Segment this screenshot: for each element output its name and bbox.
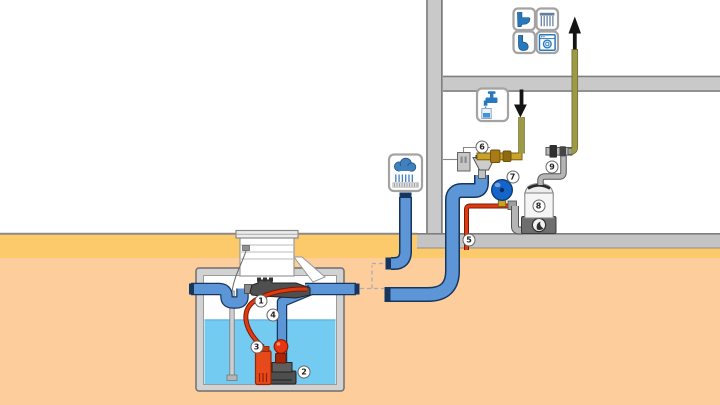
pressure-vessel <box>491 178 514 207</box>
component-label-9: 9 <box>545 160 559 173</box>
component-label-2: 2 <box>297 365 311 378</box>
floor-slab <box>417 233 720 249</box>
control-box-slot <box>460 156 463 163</box>
toilet-icon <box>517 12 531 28</box>
component-label-1: 1 <box>254 294 268 308</box>
drinking-water-feed <box>514 89 527 154</box>
dome-cap <box>527 183 551 190</box>
check-valve <box>559 146 566 157</box>
soil <box>0 258 720 405</box>
storage-tank <box>189 229 360 392</box>
inlet-pipe <box>191 284 248 308</box>
pump-cable <box>231 250 247 292</box>
booster-feed-pipe <box>507 200 524 235</box>
house-wall <box>426 0 443 234</box>
sprinkler-icon <box>539 12 555 27</box>
sensor-foot <box>226 374 238 381</box>
component-label-8: 8 <box>532 199 545 213</box>
washing-machine-icon <box>538 34 556 51</box>
ground <box>0 232 720 405</box>
control-box-slot <box>464 156 467 163</box>
arrow-down-icon <box>514 104 527 118</box>
rain-cloud-icon <box>387 153 424 193</box>
isolation-valve <box>549 145 557 158</box>
component-label-3: 3 <box>250 340 263 354</box>
top-up-feed-pipe <box>384 175 489 302</box>
access-shaft <box>239 236 295 277</box>
impeller-swirl <box>536 221 544 231</box>
arrow-up-shaft <box>572 33 577 50</box>
house-structure <box>417 0 720 249</box>
tap-and-glass-icon <box>475 87 510 123</box>
shutoff-valve <box>502 150 512 162</box>
service-water-riser <box>568 16 581 155</box>
ceiling-beam <box>443 75 720 92</box>
wall-edges <box>426 0 443 234</box>
shaft-chamfer <box>292 256 326 283</box>
inlet-cap <box>189 283 194 295</box>
storm-downpipe <box>385 192 412 270</box>
control-box <box>457 152 471 172</box>
arrow-down-shaft <box>519 89 524 105</box>
component-label-6: 6 <box>475 140 489 153</box>
component-label-4: 4 <box>266 308 280 322</box>
lid-knob <box>242 245 250 251</box>
top-up-station <box>443 146 523 179</box>
pressure-line-riser <box>464 203 510 250</box>
outlet-cap <box>354 283 360 295</box>
submersible-pump <box>265 362 297 385</box>
funnel-neck <box>478 169 486 179</box>
buried-connection-dashes <box>360 262 385 290</box>
arrow-up-icon <box>568 16 581 34</box>
component-label-5: 5 <box>462 233 476 246</box>
solenoid-valve <box>490 149 501 163</box>
urinal-icon <box>518 35 529 51</box>
component-label-7: 7 <box>506 170 519 184</box>
shaft-sections <box>241 244 293 260</box>
consumer-icons <box>512 7 560 55</box>
float-switch <box>273 339 289 364</box>
